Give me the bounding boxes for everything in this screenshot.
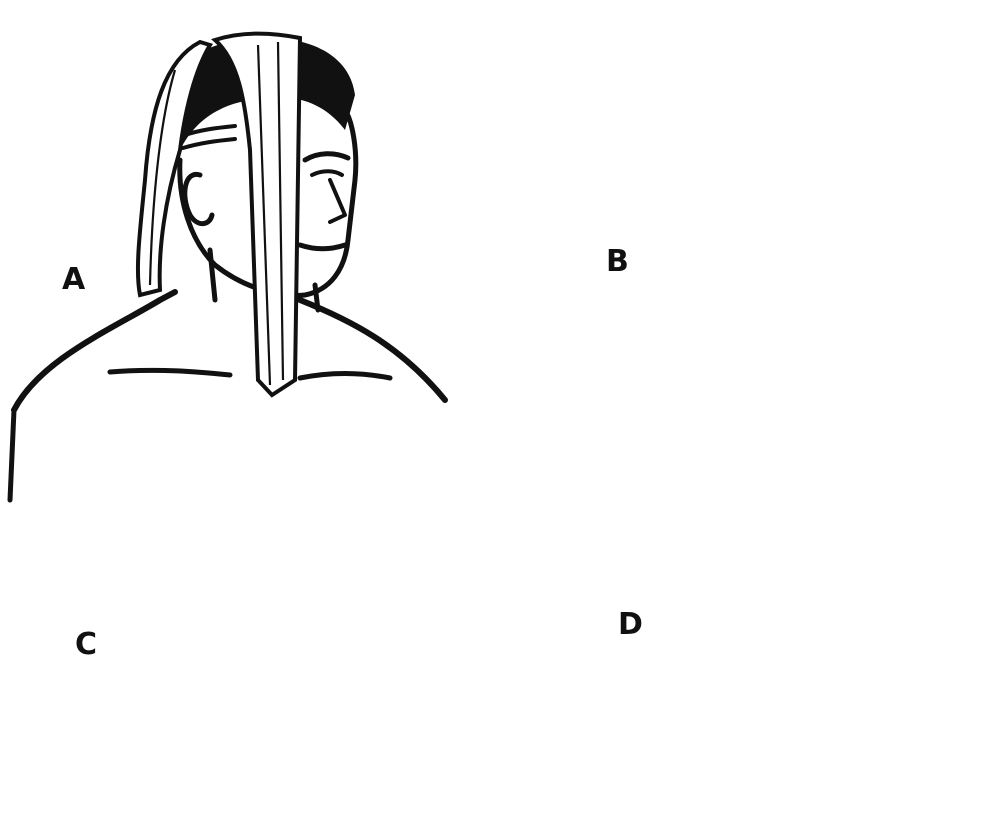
panel-label-b: B: [606, 247, 629, 277]
panel-label-d: D: [618, 610, 643, 640]
panel-label-c: C: [75, 630, 97, 660]
panel-label-a: A: [62, 265, 85, 295]
